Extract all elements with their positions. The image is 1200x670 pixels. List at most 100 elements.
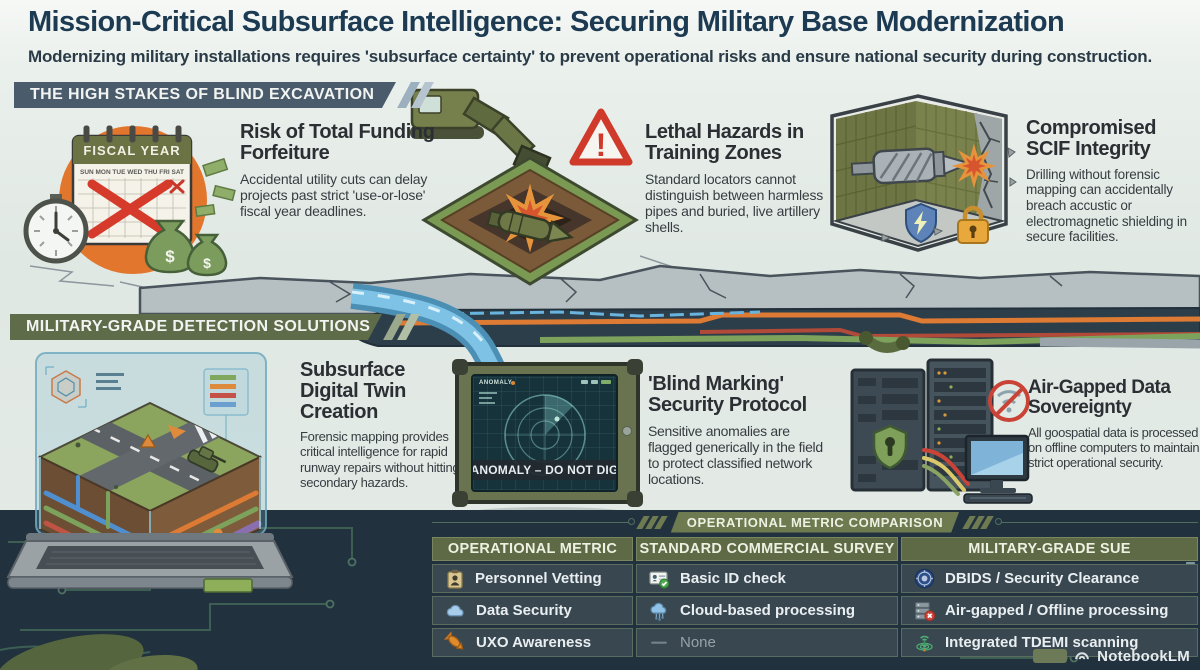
page-title: Mission-Critical Subsurface Intelligence… [28,6,1065,38]
hazard-card: Risk of Total Funding Forfeiture Acciden… [240,122,470,219]
buried-utilities [399,310,1200,353]
id-badge-icon [447,569,463,589]
radar-sweep [503,394,586,477]
dollar-sign: $ [165,247,175,266]
circuit-board-traces [0,527,1195,670]
status-icons [581,380,611,384]
table-row: UXO Awareness None Integrated TDEMI scan… [432,628,1198,657]
fiscal-deadline-illustration: FISCAL YEAR SUN MON TUE WED THU FRI SAT … [23,125,236,277]
warning-triangle-icon: ! [569,108,633,166]
table-title: OPERATIONAL METRIC COMPARISON [671,512,959,533]
money-bags: $ $ [144,219,228,277]
cracked-ground-strip [138,264,1200,316]
cell-commercial: Cloud-based processing [636,596,898,625]
calendar-days: SUN MON TUE WED THU FRI SAT [80,169,184,176]
column-header: OPERATIONAL METRIC [432,537,633,561]
cloud-network-icon [650,602,667,621]
column-header: MILITARY-GRADE SUE [901,537,1198,561]
id-card-check-icon [649,571,670,589]
cone-marker [139,433,157,448]
padlock-icon [957,205,989,244]
cell-military: Air-gapped / Offline processing [901,596,1198,625]
hazard-card: Compromised SCIF Integrity Drilling with… [1026,118,1198,245]
cell-metric: UXO Awareness [432,628,633,657]
solution-card: 'Blind Marking' Security Protocol Sensit… [648,374,854,488]
debris [881,147,1017,242]
bomb-icon [443,631,464,650]
card-body: Standard locators cannot distinguish bet… [645,170,824,236]
card-body: Drilling without forensic mapping can ac… [1026,166,1187,245]
spark-burst [951,143,997,189]
radar-screen: ANOMALY ANOMALY – DO NOT DIG [471,374,618,492]
warning-exclamation: ! [596,127,607,163]
tablet-side-button [622,426,632,436]
table-title-row: OPERATIONAL METRIC COMPARISON [432,511,1198,533]
section-banner-hazards: THE HIGH STAKES OF BLIND EXCAVATION [14,82,396,108]
scif-drill-illustration [830,94,1017,252]
cell-label: Integrated TDEMI scanning [945,634,1139,651]
offline-computer [963,434,1033,504]
calendar-title: FISCAL YEAR [83,143,180,158]
laptop-digital-twin-illustration [6,352,294,593]
card-title: Compromised SCIF Integrity [1026,117,1157,160]
ground-crack-lines [329,273,1063,303]
screen-tag-label: ANOMALY [479,380,513,386]
tablet-corner [627,491,643,507]
card-title: Air-Gapped Data Sovereignty [1028,377,1171,418]
excavator-shell-illustration: ! [410,88,639,286]
shield-keyhole-icon [872,424,908,470]
handheld-detector-illustration: ANOMALY ANOMALY – DO NOT DIG [452,359,643,507]
cell-commercial: Basic ID check [636,564,898,593]
title-stripes [962,515,994,529]
air-gapped-server-illustration [850,358,1033,504]
cell-metric: Data Security [432,596,633,625]
card-body: Sensitive anomalies are flagged generica… [648,422,823,488]
no-wifi-icon [988,380,1030,422]
page-subtitle: Modernizing military installations requi… [28,47,1153,66]
cloud-icon [446,604,464,617]
server-blocked-icon [915,602,936,622]
stopwatch [23,194,89,264]
card-title: 'Blind Marking' Security Protocol [648,373,807,416]
hazard-card: Lethal Hazards in Training Zones Standar… [645,122,841,236]
card-title: Lethal Hazards in Training Zones [645,121,804,164]
laptop-base [6,533,294,593]
screen-menu-lines [479,392,497,407]
cell-label: DBIDS / Security Clearance [945,570,1140,587]
cell-label: Basic ID check [680,570,786,587]
cell-label: Personnel Vetting [475,570,602,587]
title-stripes [636,515,668,529]
hud-menu-lines [96,373,124,390]
tank [187,446,227,473]
tablet-corner [452,359,468,375]
cell-commercial: None [636,628,898,657]
flying-bills [194,157,236,218]
hud-hexagon-target [45,366,87,408]
card-body: All goospatial data is processed on offl… [1028,424,1200,470]
comparison-table: OPERATIONAL METRIC COMPARISON OPERATIONA… [432,511,1198,657]
cell-military: DBIDS / Security Clearance [901,564,1198,593]
cell-label: Data Security [476,602,572,619]
security-seal-icon [914,568,935,589]
cell-label: None [680,634,716,651]
card-title: Risk of Total Funding Forfeiture [240,121,435,164]
decorative-line [995,518,1198,525]
watermark: NotebookLM [1033,647,1190,665]
tablet-corner [627,359,643,375]
section-banner-solutions: MILITARY-GRADE DETECTION SOLUTIONS [10,314,382,340]
watermark-label: NotebookLM [1097,647,1190,665]
excavator [410,88,552,185]
anomaly-dot [511,381,515,385]
red-x-mark [87,179,173,239]
card-body: Accidental utility cuts can delay projec… [240,170,428,220]
column-header: STANDARD COMMERCIAL SURVEY [636,537,898,561]
calendar: FISCAL YEAR SUN MON TUE WED THU FRI SAT [71,125,193,246]
dash-icon [651,641,667,644]
solution-card: Air-Gapped Data Sovereignty All goospati… [1028,378,1200,470]
leaf-shape [0,634,144,670]
artillery-shell [486,209,575,244]
cables [922,448,970,496]
dollar-sign: $ [203,255,211,271]
cell-metric: Personnel Vetting [432,564,633,593]
